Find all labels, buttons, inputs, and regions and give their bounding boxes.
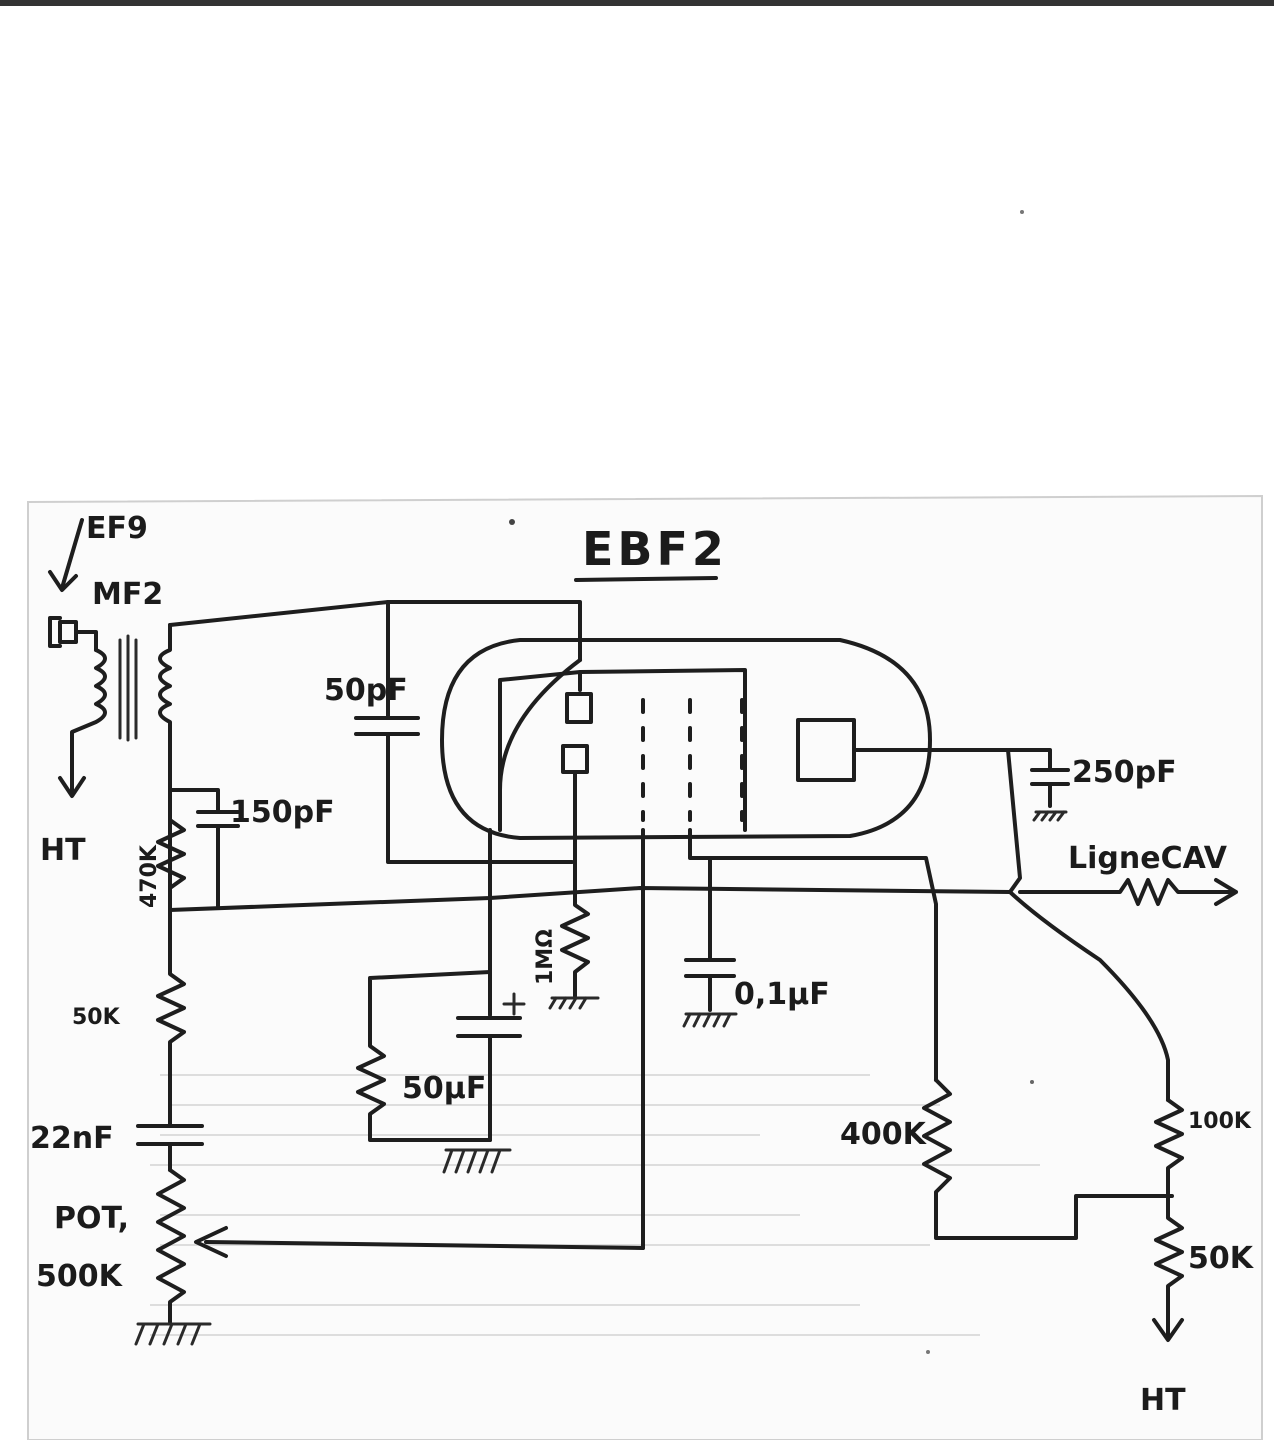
wire-right-down bbox=[1008, 890, 1170, 1102]
ef9-plate-symbol bbox=[48, 616, 98, 652]
wire-top bbox=[168, 600, 582, 662]
label-100k: 100K bbox=[1188, 1109, 1252, 1134]
capacitor-22nf bbox=[136, 1124, 204, 1172]
potentiometer-500k bbox=[156, 1168, 186, 1324]
label-ht-right: HT bbox=[1140, 1383, 1186, 1418]
ht-right-arrow bbox=[1152, 1318, 1184, 1342]
label-22nf: 22nF bbox=[30, 1121, 114, 1156]
resistor-100k bbox=[1154, 1098, 1184, 1198]
mf2-primary-coil bbox=[70, 648, 107, 794]
mf2-secondary-coil bbox=[158, 623, 172, 902]
label-50k-left: 50K bbox=[72, 1005, 121, 1030]
label-pot-line2: 500K bbox=[36, 1259, 124, 1294]
label-50k-right: 50K bbox=[1188, 1241, 1255, 1276]
label-50uf: 50µF bbox=[402, 1071, 486, 1106]
capacitor-01uf bbox=[682, 828, 738, 1028]
wire-screen bbox=[488, 886, 1012, 900]
ligne-cav-resistor-arrow bbox=[1018, 878, 1238, 906]
label-ligne-cav: LigneCAV bbox=[1068, 841, 1228, 876]
speckle bbox=[1030, 1080, 1034, 1084]
label-150pf: 150pF bbox=[230, 795, 335, 830]
capacitor-250pf bbox=[1006, 748, 1070, 822]
capacitor-50uf bbox=[456, 992, 526, 1142]
label-mf2: MF2 bbox=[92, 577, 163, 612]
capacitor-50pf bbox=[354, 600, 574, 864]
ebf2-grids bbox=[641, 698, 744, 822]
diode-anode-1 bbox=[565, 692, 593, 724]
label-ebf2: EBF2 bbox=[582, 522, 728, 576]
ebf2-underline bbox=[574, 576, 718, 582]
ht-left-arrow bbox=[58, 776, 86, 798]
capacitor-150pf bbox=[168, 788, 240, 910]
label-400k: 400K bbox=[840, 1117, 928, 1152]
bleed-through-text bbox=[150, 1074, 1040, 1336]
label-ef9: EF9 bbox=[86, 511, 148, 546]
resistor-cathode bbox=[356, 970, 492, 1142]
resistor-400k bbox=[922, 1078, 1174, 1240]
ground-50uf bbox=[442, 1148, 512, 1174]
scan-top-edge bbox=[0, 0, 1274, 6]
wire-anode-down bbox=[1006, 748, 1022, 894]
label-470k: 470K bbox=[137, 844, 162, 908]
resistor-470k bbox=[156, 788, 186, 912]
mf2-core bbox=[118, 634, 138, 742]
ebf2-cathode bbox=[498, 658, 582, 792]
label-ht-left: HT bbox=[40, 833, 86, 868]
speckle bbox=[926, 1350, 930, 1354]
ground-pot bbox=[134, 1322, 212, 1346]
speckle bbox=[509, 519, 515, 525]
wire-screen-right bbox=[708, 856, 938, 1082]
ebf2-heater-frame bbox=[498, 668, 747, 832]
label-01uf: 0,1µF bbox=[734, 977, 830, 1012]
ground-1m bbox=[548, 996, 600, 1010]
resistor-50k-left bbox=[156, 908, 186, 1126]
label-pot-line1: POT, bbox=[54, 1201, 129, 1236]
label-250pf: 250pF bbox=[1072, 755, 1177, 790]
ef9-arrow bbox=[48, 518, 84, 592]
label-50pf: 50pF bbox=[324, 673, 408, 708]
ebf2-envelope bbox=[440, 638, 932, 840]
pot-wiper bbox=[194, 1226, 645, 1258]
resistor-50k-right bbox=[1154, 1194, 1184, 1340]
speckle bbox=[1020, 210, 1024, 214]
resistor-1m bbox=[560, 770, 590, 998]
label-1m: 1MΩ bbox=[533, 929, 558, 985]
